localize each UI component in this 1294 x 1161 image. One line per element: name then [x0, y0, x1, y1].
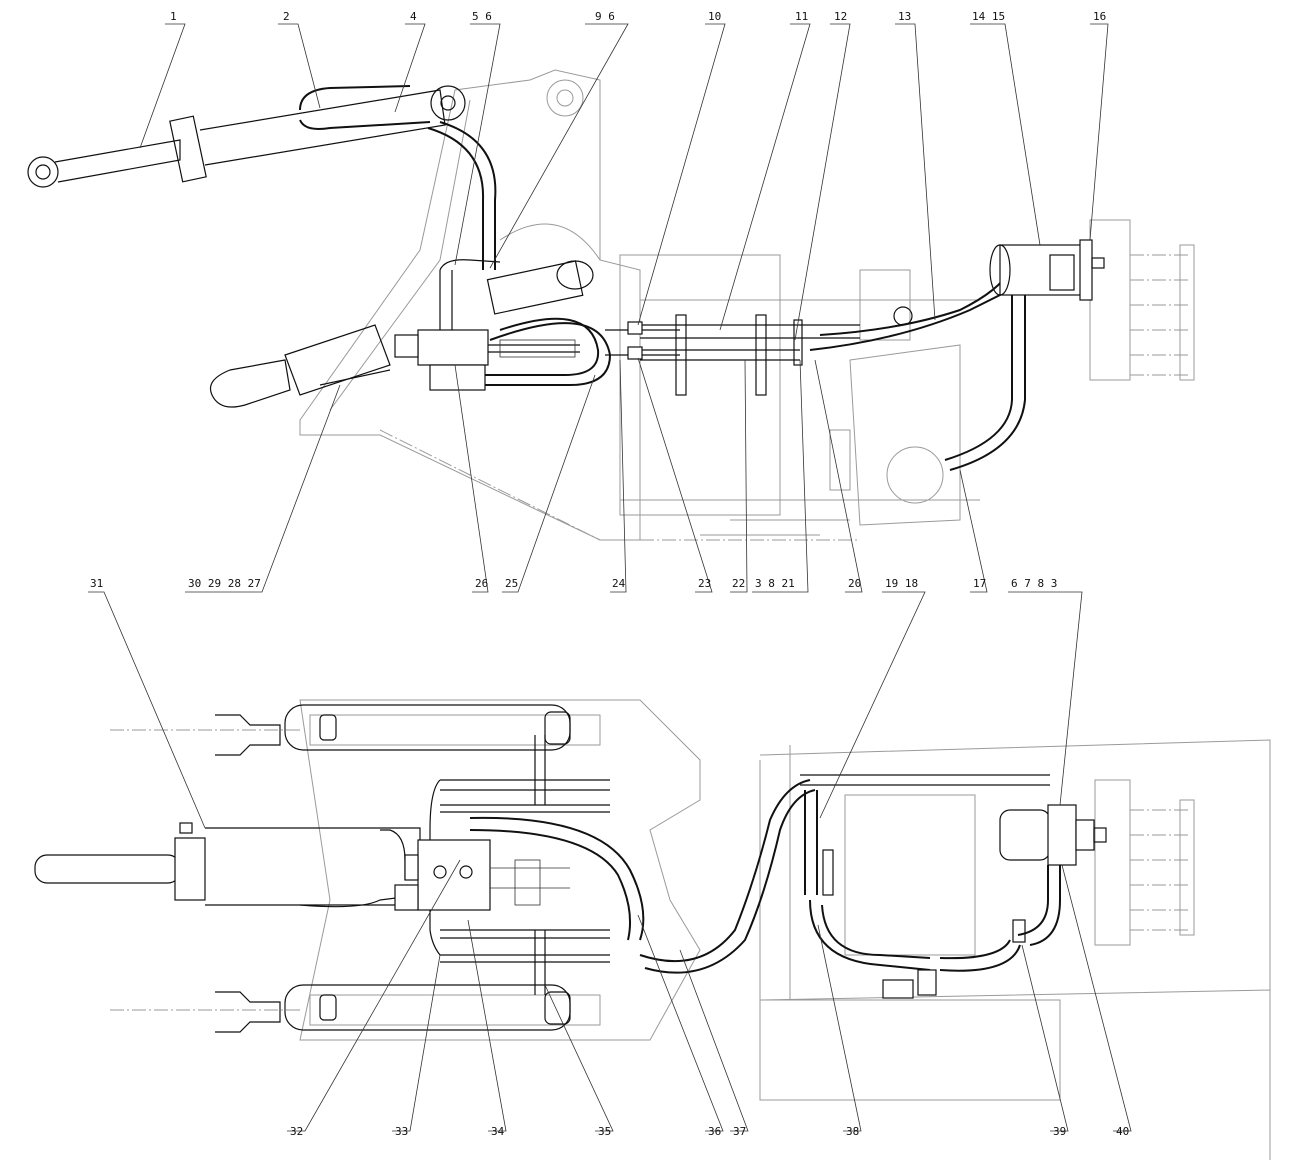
part-label: 36 [708, 1125, 721, 1138]
part-label: 33 [395, 1125, 408, 1138]
top-frame-outline [299, 69, 1195, 541]
top-part-labels: 1 2 4 5 6 9 6 10 11 12 13 14 15 16 [170, 10, 1106, 23]
part-label: 17 [973, 577, 986, 590]
top-hoses [299, 85, 1026, 471]
part-label: 12 [834, 10, 847, 23]
part-label: 1 [170, 10, 177, 23]
part-label: 23 [698, 577, 711, 590]
part-label: 39 [1053, 1125, 1066, 1138]
part-label: 4 [410, 10, 417, 23]
part-label: 9 6 [595, 10, 615, 23]
part-label: 13 [898, 10, 911, 23]
bottom-part-labels: 32 33 34 35 36 37 38 39 40 [290, 1125, 1129, 1138]
part-label: 37 [733, 1125, 746, 1138]
part-label: 16 [1093, 10, 1106, 23]
part-label: 32 [290, 1125, 303, 1138]
bottom-control-valve [394, 839, 570, 911]
part-label: 6 7 8 3 [1011, 577, 1057, 590]
part-label: 5 6 [472, 10, 492, 23]
part-label: 11 [795, 10, 808, 23]
bottom-leader-lines [287, 859, 1132, 1132]
part-label: 19 18 [885, 577, 918, 590]
part-label: 26 [475, 577, 488, 590]
top-clamps [627, 314, 803, 396]
middle-part-labels: 30 29 28 27 26 25 24 23 22 3 8 21 20 19 … [90, 577, 1057, 590]
part-label: 24 [612, 577, 626, 590]
top-tank [209, 260, 594, 408]
top-lift-cylinder [27, 85, 466, 188]
part-label: 2 [283, 10, 290, 23]
part-label: 30 29 28 27 [188, 577, 261, 590]
part-label: 14 15 [972, 10, 1005, 23]
part-label: 38 [846, 1125, 859, 1138]
part-label: 10 [708, 10, 721, 23]
top-control-valve [394, 329, 580, 391]
top-pump-motor [893, 239, 1105, 326]
middle-leader-lines [88, 357, 1083, 829]
part-label: 25 [505, 577, 518, 590]
part-label: 35 [598, 1125, 611, 1138]
part-label: 40 [1116, 1125, 1129, 1138]
part-label: 20 [848, 577, 861, 590]
top-leader-lines [139, 23, 1109, 341]
part-label: 22 [732, 577, 745, 590]
part-label: 34 [491, 1125, 505, 1138]
part-label: 3 8 21 [755, 577, 795, 590]
part-label: 31 [90, 577, 103, 590]
bottom-pump-motor [822, 804, 1107, 999]
bottom-frame-outline [110, 699, 1271, 1160]
